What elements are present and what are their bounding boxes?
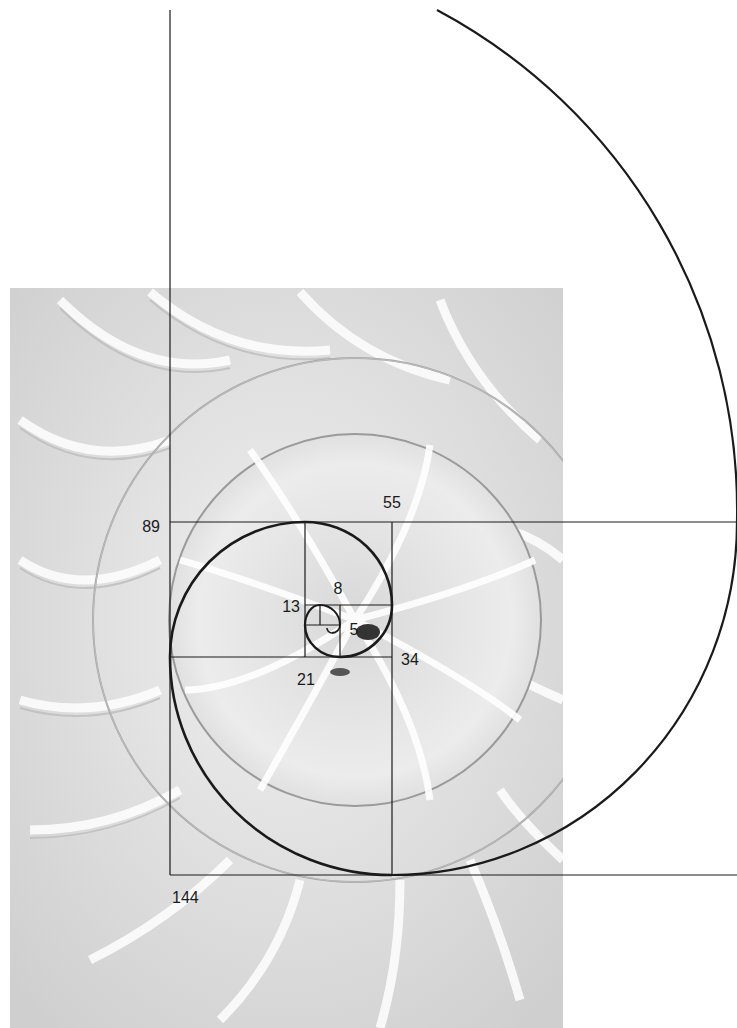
fibonacci-number: 34 (401, 651, 419, 669)
golden-spiral (170, 10, 737, 875)
fibonacci-number: 21 (297, 671, 315, 689)
fibonacci-number: 5 (350, 621, 359, 639)
fibonacci-number: 89 (142, 518, 160, 536)
fibonacci-number: 144 (172, 889, 199, 907)
fibonacci-number: 13 (282, 598, 300, 616)
fibonacci-grid (170, 10, 737, 875)
fibonacci-number: 55 (383, 494, 401, 512)
fibonacci-number: 8 (334, 580, 343, 598)
shell-photo (10, 288, 563, 1028)
